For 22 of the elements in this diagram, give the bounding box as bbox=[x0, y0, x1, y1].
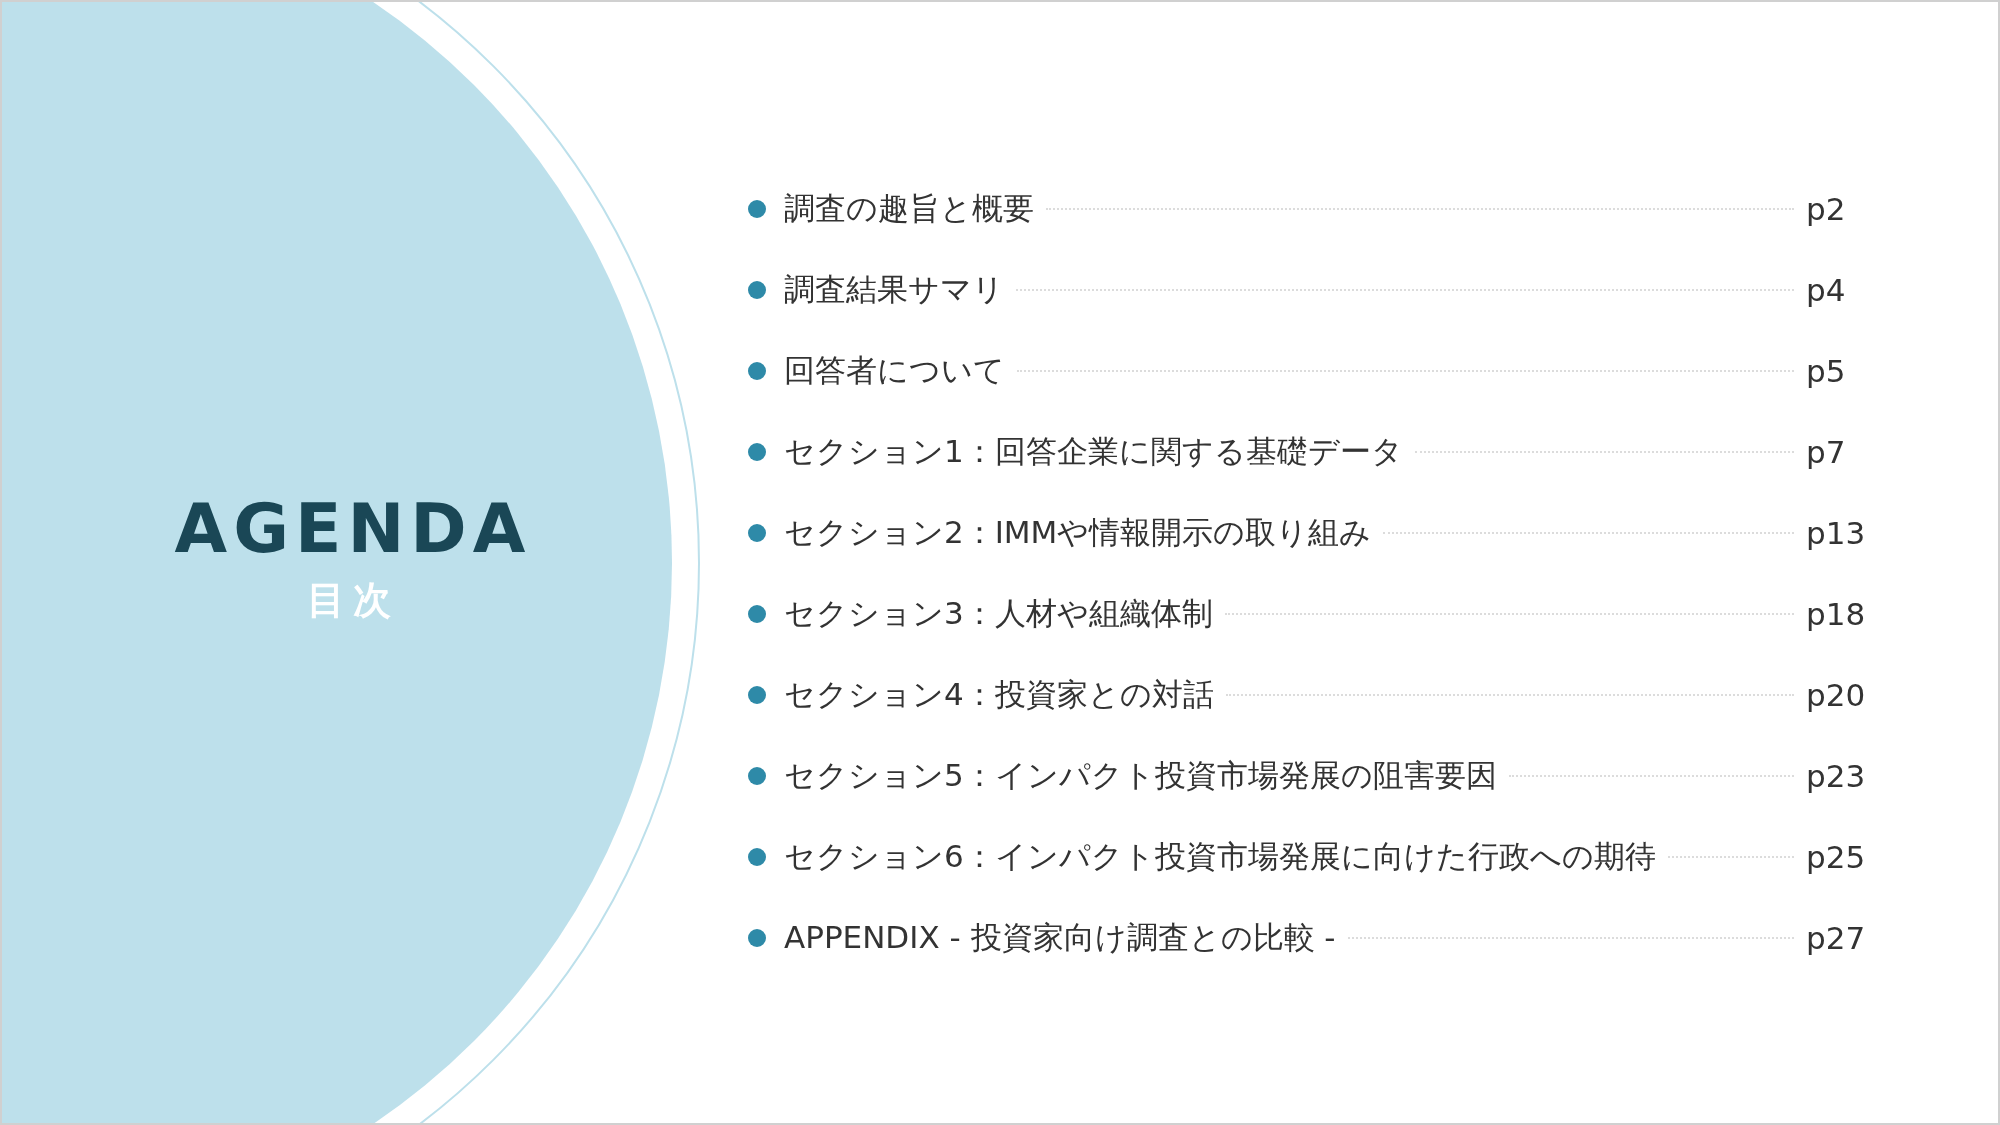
page-number: p27 bbox=[1806, 920, 1862, 956]
agenda-item: セクション1：回答企業に関する基礎データ bbox=[784, 432, 1403, 471]
page-number: p2 bbox=[1806, 191, 1847, 227]
page-number: p23 bbox=[1806, 758, 1862, 794]
agenda-heading: AGENDA bbox=[174, 495, 532, 563]
page-number: p5 bbox=[1806, 353, 1847, 389]
page-number: p4 bbox=[1806, 272, 1847, 308]
agenda-subheading: 目次 bbox=[307, 581, 399, 619]
agenda-item: 調査結果サマリ bbox=[784, 270, 1004, 309]
agenda-item: セクション6：インパクト投資市場発展に向けた行政への期待 bbox=[784, 837, 1656, 876]
page-number: p20 bbox=[1806, 677, 1862, 713]
agenda-item: セクション5：インパクト投資市場発展の阻害要因 bbox=[784, 756, 1497, 795]
page-number: p18 bbox=[1806, 596, 1862, 632]
agenda-item: セクション3：人材や組織体制 bbox=[784, 594, 1213, 633]
page-number: p7 bbox=[1806, 434, 1847, 470]
page-number: p25 bbox=[1806, 839, 1862, 875]
page-number: p13 bbox=[1806, 515, 1862, 551]
agenda-item: 回答者について bbox=[784, 351, 1005, 390]
agenda-item: APPENDIX - 投資家向け調査との比較 - bbox=[784, 918, 1336, 957]
agenda-item: 調査の趣旨と概要 bbox=[784, 189, 1034, 228]
agenda-item: セクション4：投資家との対話 bbox=[784, 675, 1214, 714]
agenda-item: セクション2：IMMや情報開示の取り組み bbox=[784, 513, 1372, 552]
